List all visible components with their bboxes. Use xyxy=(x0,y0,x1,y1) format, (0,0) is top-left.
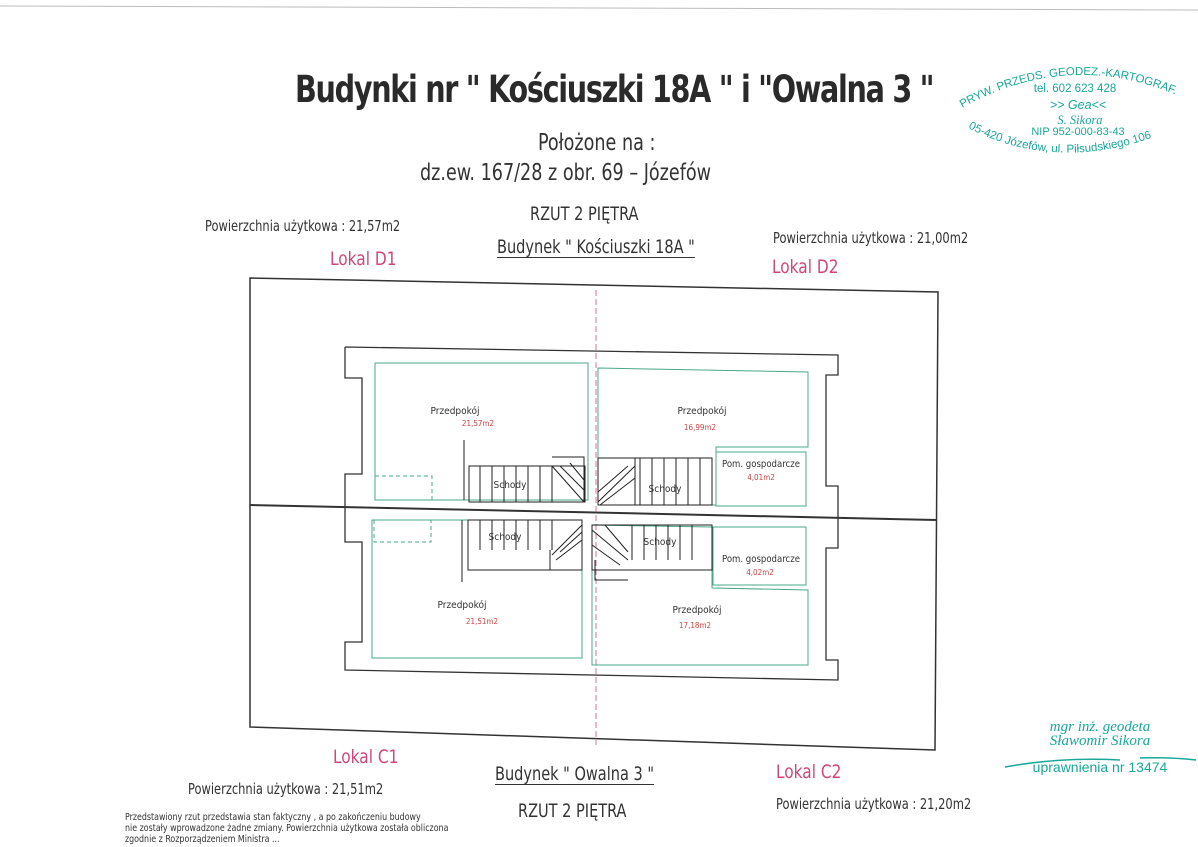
c1-stairs-label: Schody xyxy=(489,532,523,543)
d2-room-area: 16,99m2 xyxy=(684,423,716,432)
footnote-line: Przedstawiony rzut przedstawia stan fakt… xyxy=(125,812,421,823)
surveyor-name: Sławomir Sikora xyxy=(1049,733,1151,749)
d1-stairs-label: Schody xyxy=(494,480,528,491)
lokal-c2-label: Lokal C2 xyxy=(776,761,842,783)
c1-usable-area: Powierzchnia użytkowa : 21,51m2 xyxy=(188,780,384,798)
c2-room-name: Przedpokój xyxy=(673,604,722,616)
lokal-d2-label: Lokal D2 xyxy=(772,256,839,278)
surveyor-title: mgr inż. geodeta xyxy=(1049,719,1151,735)
bottom-building-label: Budynek " Owalna 3 " xyxy=(495,763,655,785)
c2-utility-name: Pom. gospodarcze xyxy=(722,554,800,565)
d2-room-name: Przedpokój xyxy=(678,405,727,417)
stamp-phone: tel. 602 623 428 xyxy=(1034,83,1117,95)
footnote: Przedstawiony rzut przedstawia stan fakt… xyxy=(125,812,448,845)
footnote-line: nie zostały wprowadzone żadne zmiany. Po… xyxy=(125,823,449,834)
d1-room-area: 21,57m2 xyxy=(462,419,494,428)
lokal-d1-label: Lokal D1 xyxy=(330,248,397,270)
d2-utility-area: 4,01m2 xyxy=(747,473,775,482)
bottom-floor-label: RZUT 2 PIĘTRA xyxy=(518,800,627,822)
d2-stairs-label: Schody xyxy=(649,484,683,495)
document-title: Budynki nr " Kościuszki 18A " i "Owalna … xyxy=(295,68,935,111)
d2-utility-name: Pom. gospodarcze xyxy=(722,459,800,470)
surveyor-stamp: mgr inż. geodeta Sławomir Sikora uprawni… xyxy=(1005,719,1195,776)
stairs xyxy=(461,440,713,582)
parcel-info: dz.ew. 167/28 z obr. 69 – Józefów xyxy=(420,160,712,186)
footnote-line: zgodnie z Rozporządzeniem Ministra ... xyxy=(125,834,280,845)
stamp-name: S. Sikora xyxy=(1057,113,1102,127)
c2-utility-area: 4,02m2 xyxy=(746,568,774,577)
company-stamp: PRYW. PRZEDS. GEODEZ.-KARTOGRAF. tel. 60… xyxy=(958,66,1179,156)
stamp-nip: NIP 952-000-83-43 xyxy=(1031,126,1124,138)
c2-room-area: 17,18m2 xyxy=(679,621,711,630)
surveyor-license: uprawnienia nr 13474 xyxy=(1032,759,1168,775)
top-floor-label: RZUT 2 PIĘTRA xyxy=(530,203,639,225)
scan-edge xyxy=(0,5,1198,11)
top-building-label: Budynek " Kościuszki 18A " xyxy=(497,236,695,258)
building-divider xyxy=(249,504,938,521)
c2-usable-area: Powierzchnia użytkowa : 21,20m2 xyxy=(776,795,972,813)
d1-usable-area: Powierzchnia użytkowa : 21,57m2 xyxy=(205,217,401,235)
c2-stairs-label: Schody xyxy=(644,537,678,548)
floor-outline xyxy=(344,346,839,681)
lokal-c1-label: Lokal C1 xyxy=(333,746,399,768)
stamp-brand: >> Gea<< xyxy=(1050,98,1106,112)
building-outline xyxy=(249,277,939,751)
location-label: Położone na : xyxy=(538,130,656,156)
signature-scribble xyxy=(1004,757,1197,768)
d2-usable-area: Powierzchnia użytkowa : 21,00m2 xyxy=(773,229,969,247)
d1-room-name: Przedpokój xyxy=(431,405,480,417)
c1-room-name: Przedpokój xyxy=(438,599,487,611)
c1-room-area: 21,51m2 xyxy=(466,617,498,626)
